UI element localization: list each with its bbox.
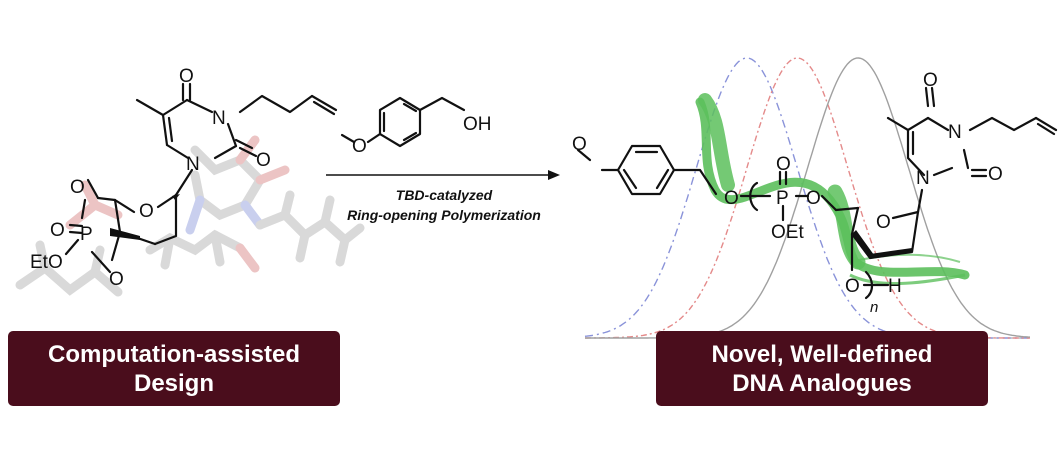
left-atom-n1: N — [186, 154, 200, 175]
right-banner: Novel, Well-defined DNA Analogues — [656, 331, 988, 406]
left-atom-eto: EtO — [30, 252, 63, 273]
reaction-condition-line1: TBD-catalyzed — [396, 187, 493, 203]
right-atom-o-top: O — [923, 70, 938, 91]
right-atom-o-link: O — [724, 188, 739, 209]
left-atom-p: P — [80, 224, 93, 245]
right-atom-h: H — [888, 276, 902, 297]
reagent-structure — [340, 96, 466, 148]
right-atom-oet: OEt — [771, 222, 804, 243]
left-banner-line2: Design — [133, 369, 214, 397]
left-banner: Computation-assisted Design — [8, 331, 340, 406]
reaction-arrow — [326, 170, 560, 180]
right-atom-o-furan: O — [876, 212, 891, 233]
left-atom-n3: N — [212, 108, 226, 129]
left-monomer-structure — [64, 82, 338, 274]
left-atom-o-top: O — [179, 66, 194, 87]
reagent-atom-o-methoxy: O — [352, 136, 367, 157]
right-atom-o-right: O — [806, 188, 821, 209]
reagent-atom-oh: OH — [463, 114, 492, 135]
right-atom-p: P — [776, 188, 789, 209]
left-atom-o-c2: O — [256, 150, 271, 171]
right-atom-o-c2: O — [988, 164, 1003, 185]
left-banner-line1: Computation-assisted — [47, 340, 301, 368]
left-atom-o-furan: O — [139, 201, 154, 222]
right-atom-o-h: O — [845, 276, 860, 297]
left-atom-o-bottom: O — [109, 269, 124, 290]
reaction-condition-line2: Ring-opening Polymerization — [347, 207, 541, 223]
right-subscript-n: n — [870, 299, 878, 316]
right-polymer-structure — [576, 86, 1058, 300]
right-atom-n1: N — [916, 168, 930, 189]
left-atom-o-p: O — [50, 220, 65, 241]
green-backbone-highlight — [695, 93, 970, 285]
right-atom-o-methoxy: O — [572, 134, 587, 155]
right-banner-line1: Novel, Well-defined — [711, 340, 933, 368]
left-atom-o-ring-top: O — [70, 177, 85, 198]
right-banner-line2: DNA Analogues — [732, 369, 912, 397]
right-atom-o-double: O — [776, 154, 791, 175]
right-atom-n3: N — [948, 122, 962, 143]
